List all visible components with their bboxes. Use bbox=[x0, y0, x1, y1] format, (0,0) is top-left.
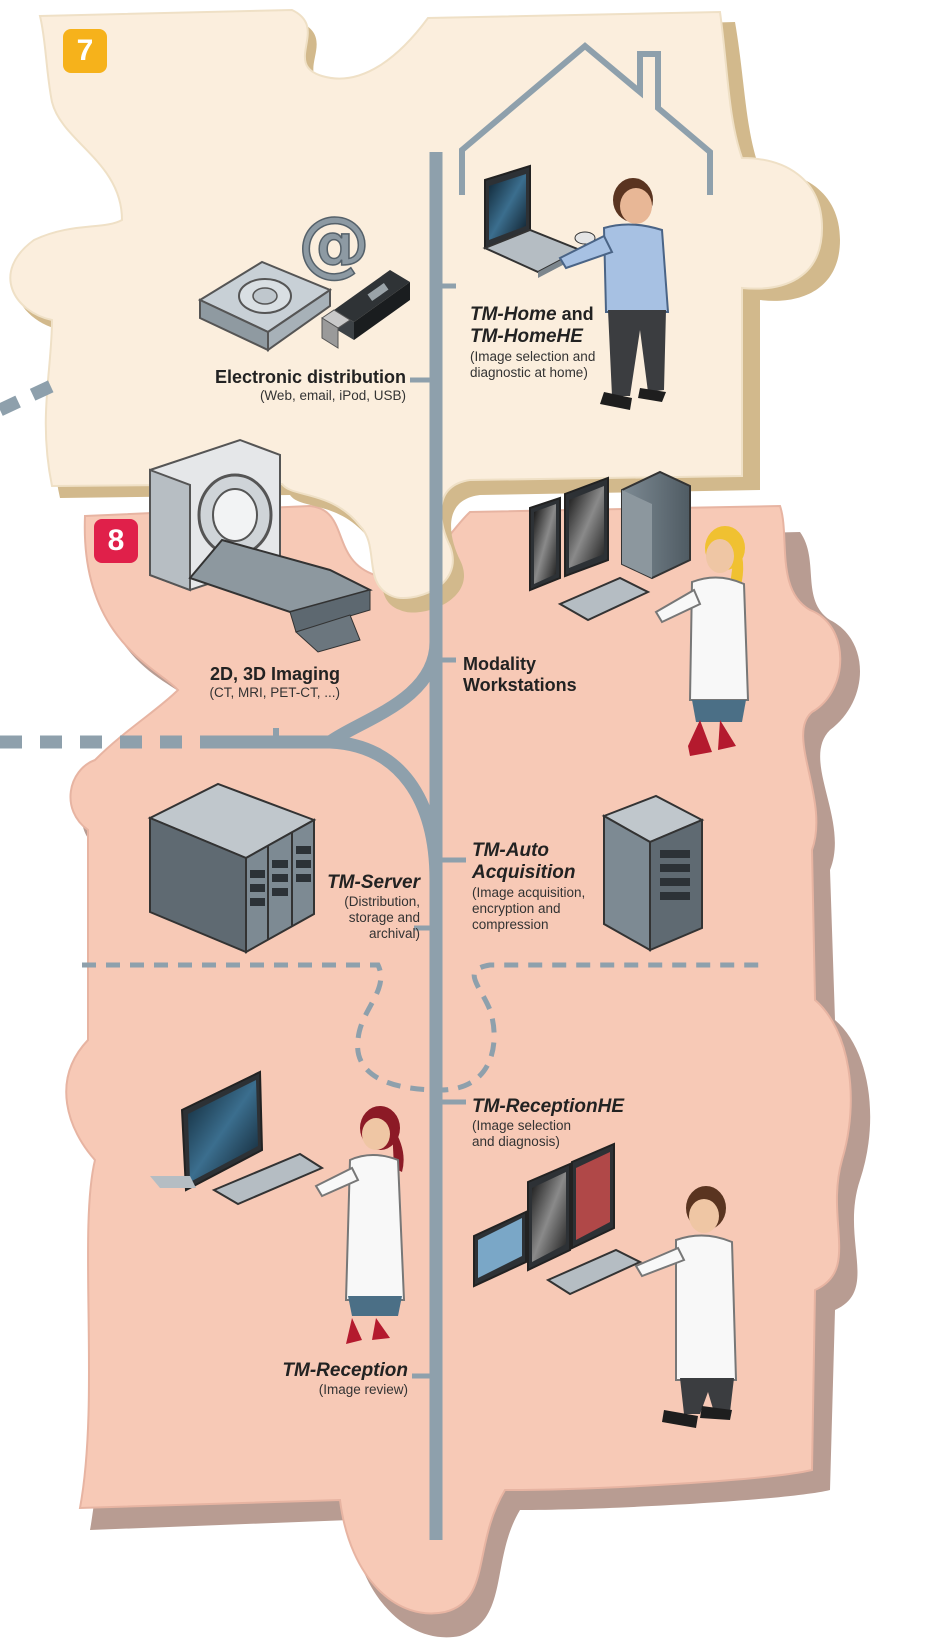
tm-reception-sub: (Image review) bbox=[318, 1382, 408, 1398]
tm-auto-sub-1: (Image acquisition, bbox=[472, 884, 586, 900]
reception-doctor-icon bbox=[314, 1106, 406, 1344]
electronic-distribution-sub: (Web, email, iPod, USB) bbox=[259, 388, 406, 404]
tm-server-sub-3: archival) bbox=[368, 926, 420, 942]
modality-line-2: Workstations bbox=[463, 675, 577, 696]
tm-auto-sub-3: compression bbox=[472, 916, 549, 932]
tm-server-title: TM-Server bbox=[327, 872, 420, 893]
tm-receptionhe-title: TM-ReceptionHE bbox=[472, 1096, 624, 1117]
tm-home-sub-1: (Image selection and bbox=[470, 348, 596, 364]
tm-auto-sub-2: encryption and bbox=[472, 900, 561, 916]
tm-home-label: TM-Home and TM-HomeHE (Image selection a… bbox=[470, 304, 670, 381]
ipod-icon bbox=[197, 260, 333, 352]
imaging-title: 2D, 3D Imaging bbox=[209, 664, 340, 684]
server-tower-icon bbox=[601, 794, 705, 952]
ct-scanner-icon bbox=[149, 438, 373, 653]
tm-server-label: TM-Server (Distribution, storage and arc… bbox=[300, 872, 420, 942]
tm-receptionhe-sub-1: (Image selection bbox=[472, 1118, 572, 1134]
tm-auto-acquisition-label: TM-Auto Acquisition (Image acquisition, … bbox=[472, 840, 622, 933]
tm-server-sub-1: (Distribution, bbox=[344, 894, 420, 910]
reception-he-monitors-icon bbox=[473, 1142, 643, 1296]
electronic-distribution-label: Electronic distribution (Web, email, iPo… bbox=[180, 367, 406, 404]
svg-text:@: @ bbox=[298, 201, 370, 285]
imaging-sub: (CT, MRI, PET-CT, ...) bbox=[209, 685, 341, 701]
tm-reception-title: TM-Reception bbox=[282, 1360, 408, 1381]
modality-line-1: Modality bbox=[463, 654, 537, 674]
modality-workstations-label: Modality Workstations bbox=[463, 654, 613, 696]
doctor-icon bbox=[654, 526, 750, 756]
house-outline-icon bbox=[459, 42, 713, 195]
home-user-icon bbox=[558, 178, 670, 410]
tm-server-sub-2: storage and bbox=[348, 910, 420, 926]
tm-home-and: and bbox=[556, 304, 594, 324]
tm-receptionhe-label: TM-ReceptionHE (Image selection and diag… bbox=[472, 1096, 642, 1150]
network-lines bbox=[0, 152, 466, 1540]
tm-homehe-title: TM-HomeHE bbox=[470, 326, 583, 348]
tm-receptionhe-sub-2: and diagnosis) bbox=[472, 1134, 560, 1150]
tm-auto-title-2: Acquisition bbox=[472, 862, 576, 884]
workstation-monitors-icon bbox=[529, 470, 691, 622]
reception-monitor-icon bbox=[150, 1070, 325, 1206]
electronic-distribution-title: Electronic distribution bbox=[214, 367, 406, 387]
tm-home-sub-2: diagnostic at home) bbox=[470, 364, 588, 380]
step-8-badge: 8 bbox=[94, 519, 138, 563]
laptop-icon bbox=[482, 164, 596, 278]
imaging-label: 2D, 3D Imaging (CT, MRI, PET-CT, ...) bbox=[190, 664, 341, 701]
usb-stick-icon bbox=[321, 270, 410, 349]
reception-he-doctor-icon bbox=[634, 1186, 738, 1428]
step-7-badge: 7 bbox=[63, 29, 107, 73]
at-sign-icon: @ bbox=[297, 200, 371, 286]
tm-reception-label: TM-Reception (Image review) bbox=[260, 1360, 408, 1398]
server-rack-icon bbox=[147, 782, 317, 954]
tm-auto-title-1: TM-Auto bbox=[472, 840, 550, 861]
zone-separator bbox=[82, 962, 760, 1093]
tm-home-title: TM-Home bbox=[470, 304, 557, 325]
